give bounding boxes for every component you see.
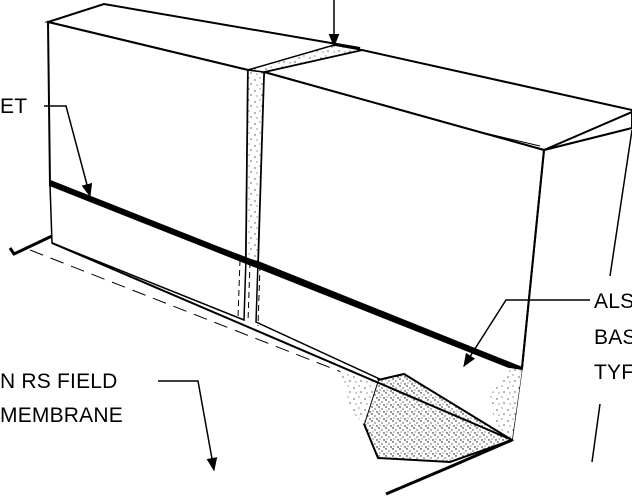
membrane-bottom-line [385, 438, 513, 496]
right-block-end-face [543, 110, 632, 151]
label-right-line3: TYF [594, 361, 632, 384]
label-bottom-line2: MEMBRANE [0, 404, 123, 427]
base-bottom-edge [51, 242, 513, 441]
joint-hidden-line-2 [247, 261, 251, 323]
label-right-line2: BAS [594, 326, 632, 349]
grout-fill-light [340, 370, 378, 424]
base-corner-fill [490, 368, 522, 440]
right-bracket-line-lower [591, 403, 601, 463]
right-end-edge [521, 149, 545, 369]
right-label-leader [463, 299, 590, 368]
right-bracket-line-upper [609, 129, 632, 277]
label-bottom-line1: N RS FIELD [0, 370, 118, 393]
flashing-heavy-line [48, 180, 524, 373]
label-right-line1: ALS [594, 290, 632, 313]
block-joint-top [247, 44, 363, 73]
membrane-left-lip [8, 234, 53, 256]
joint-hidden-line-3 [257, 264, 261, 327]
bottom-label-leader [158, 380, 218, 472]
left-label-leader [44, 105, 93, 198]
label-top-left: ET [0, 95, 28, 118]
membrane-dashed-edge [29, 249, 373, 385]
